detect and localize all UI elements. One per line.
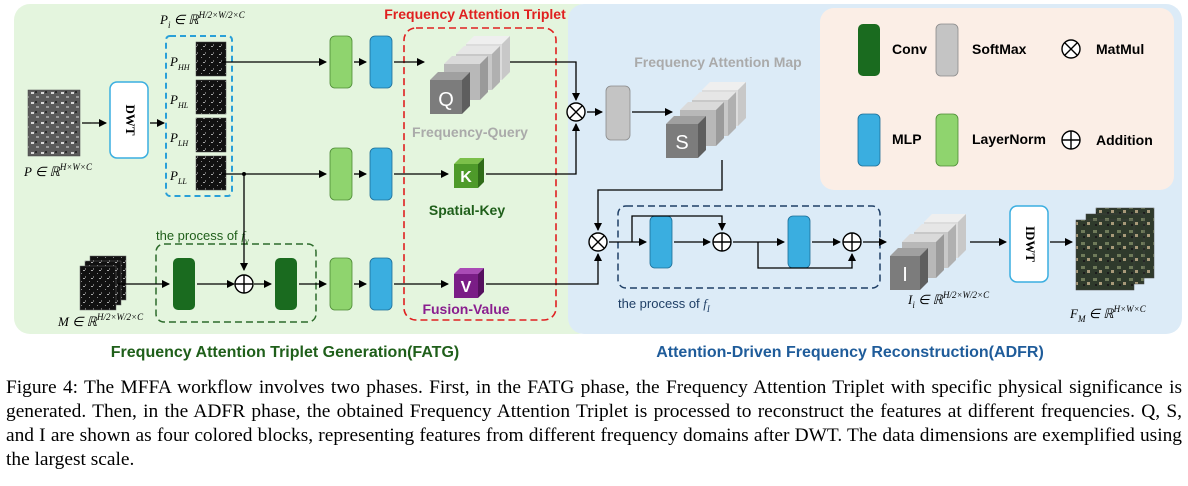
legend-background xyxy=(820,8,1174,190)
fi-mlp-block-2 xyxy=(787,215,811,269)
matmul-node-1 xyxy=(566,102,586,122)
figure-caption: Figure 4: The MFFA workflow involves two… xyxy=(6,376,1182,472)
legend-layernorm-swatch xyxy=(935,113,959,167)
matmul-node-2 xyxy=(588,232,608,252)
subband-image-hl xyxy=(195,79,227,115)
k-label: K xyxy=(460,169,472,186)
process-fi-label: the process of fI xyxy=(618,296,711,314)
m-input-label: M ∈ ℝH/2×W/2×C xyxy=(57,312,144,329)
fusion-value-label: Fusion-Value xyxy=(422,301,509,317)
frequency-query-label: Frequency-Query xyxy=(412,124,528,140)
v-mlp-block xyxy=(369,257,393,311)
fm-label: FM ∈ ℝH×W×C xyxy=(1069,304,1147,324)
q-label: Q xyxy=(438,89,454,111)
mffa-workflow-diagram: Frequency Attention Triplet Frequency At… xyxy=(14,4,1182,361)
pi-label: Pi ∈ ℝH/2×W/2×C xyxy=(159,10,246,30)
legend-addition-label: Addition xyxy=(1096,132,1153,148)
input-image-p xyxy=(27,89,81,157)
subband-dashed-box xyxy=(165,35,233,197)
output-fm-layer-1 xyxy=(1075,219,1135,291)
legend-conv-label: Conv xyxy=(892,41,927,57)
k-layernorm-block xyxy=(329,147,353,201)
s-block-stack xyxy=(666,82,746,158)
fatg-title: Frequency Attention Triplet Generation(F… xyxy=(111,344,459,361)
addition-node-fv xyxy=(234,274,254,294)
figure-label: Figure 4: xyxy=(6,377,79,398)
fi-mlp-block-1 xyxy=(649,215,673,269)
fv-conv-block-1 xyxy=(173,258,195,310)
dwt-block xyxy=(109,81,149,159)
subband-label-hh: PHH xyxy=(169,54,191,72)
subband-label-ll: PLL xyxy=(169,168,187,186)
subband-image-ll xyxy=(195,155,227,191)
subband-image-lh xyxy=(195,117,227,153)
v-label: V xyxy=(461,279,472,296)
frequency-attention-map-label: Frequency Attention Map xyxy=(634,54,802,70)
triplet-title: Frequency Attention Triplet xyxy=(384,6,566,22)
addition-node-2 xyxy=(842,232,862,252)
k-block xyxy=(454,158,484,188)
idwt-label: IDWT xyxy=(1023,226,1038,262)
s-label: S xyxy=(675,132,688,154)
v-block xyxy=(454,268,484,298)
legend-softmax-label: SoftMax xyxy=(972,41,1027,57)
input-m-layer-1 xyxy=(79,265,117,311)
idwt-block xyxy=(1009,205,1049,283)
legend-conv-swatch xyxy=(858,24,880,76)
addition-node-1 xyxy=(712,232,732,252)
ii-label: Ii ∈ ℝH/2×W/2×C xyxy=(907,290,990,310)
q-block-stack xyxy=(430,36,510,114)
legend-layernorm-label: LayerNorm xyxy=(972,131,1046,147)
caption-text: The MFFA workflow involves two phases. F… xyxy=(6,377,1182,470)
legend-mlp-swatch xyxy=(857,113,881,167)
legend-mlp-label: MLP xyxy=(892,131,922,147)
q-layernorm-block xyxy=(329,35,353,89)
p-input-label: P ∈ ℝH×W×C xyxy=(23,162,93,179)
fv-conv-block-2 xyxy=(275,258,297,310)
legend-matmul-label: MatMul xyxy=(1096,41,1144,57)
spatial-key-label: Spatial-Key xyxy=(429,202,505,218)
i-label: I xyxy=(902,264,908,286)
subband-image-hh xyxy=(195,41,227,77)
process-fv-dashed-box xyxy=(155,243,317,323)
legend-addition-icon xyxy=(1061,130,1081,150)
subband-label-lh: PLH xyxy=(169,130,189,148)
adfr-title: Attention-Driven Frequency Reconstructio… xyxy=(656,344,1044,361)
process-fi-dashed-box xyxy=(617,205,881,289)
k-mlp-block xyxy=(369,147,393,201)
subband-label-hl: PHL xyxy=(169,92,189,110)
legend-softmax-swatch xyxy=(935,23,959,77)
connection-arrows xyxy=(82,58,1073,288)
junction-dot xyxy=(242,172,246,176)
softmax-block xyxy=(605,85,631,141)
i-block-stack xyxy=(890,214,966,290)
q-mlp-block xyxy=(369,35,393,89)
v-layernorm-block xyxy=(329,257,353,311)
legend-matmul-icon xyxy=(1061,39,1081,59)
dwt-label: DWT xyxy=(123,104,138,135)
